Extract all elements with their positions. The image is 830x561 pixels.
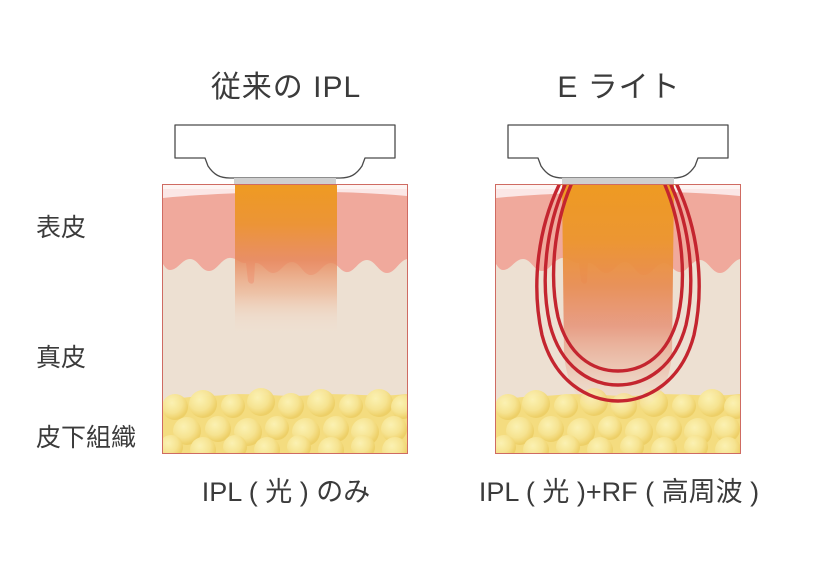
subcutaneous-fat-layer	[496, 388, 740, 453]
skin-cross-section-conventional	[162, 184, 408, 454]
skin-surface-line	[496, 185, 740, 189]
layer-label-dermis: 真皮	[36, 344, 87, 372]
panel-title-e-light: E ライト	[557, 71, 681, 104]
skin-surface-line	[163, 185, 407, 189]
handpiece-body	[174, 124, 396, 179]
skin-cross-section-e-light	[495, 184, 741, 454]
layer-label-subcutaneous: 皮下組織	[36, 424, 137, 452]
treatment-handpiece-e-light	[505, 122, 731, 191]
emitter-window	[562, 178, 674, 185]
handpiece-body	[507, 124, 729, 179]
layer-label-epidermis: 表皮	[36, 214, 87, 242]
subcutaneous-fat-layer	[163, 388, 407, 453]
panel-caption-e-light: IPL ( 光 )+RF ( 高周波 )	[478, 477, 760, 507]
emitter-window	[234, 178, 336, 185]
treatment-handpiece-conventional	[172, 122, 398, 191]
panel-caption-conventional-ipl: IPL ( 光 ) のみ	[201, 477, 371, 507]
panel-title-conventional-ipl: 従来の IPL	[210, 71, 362, 104]
